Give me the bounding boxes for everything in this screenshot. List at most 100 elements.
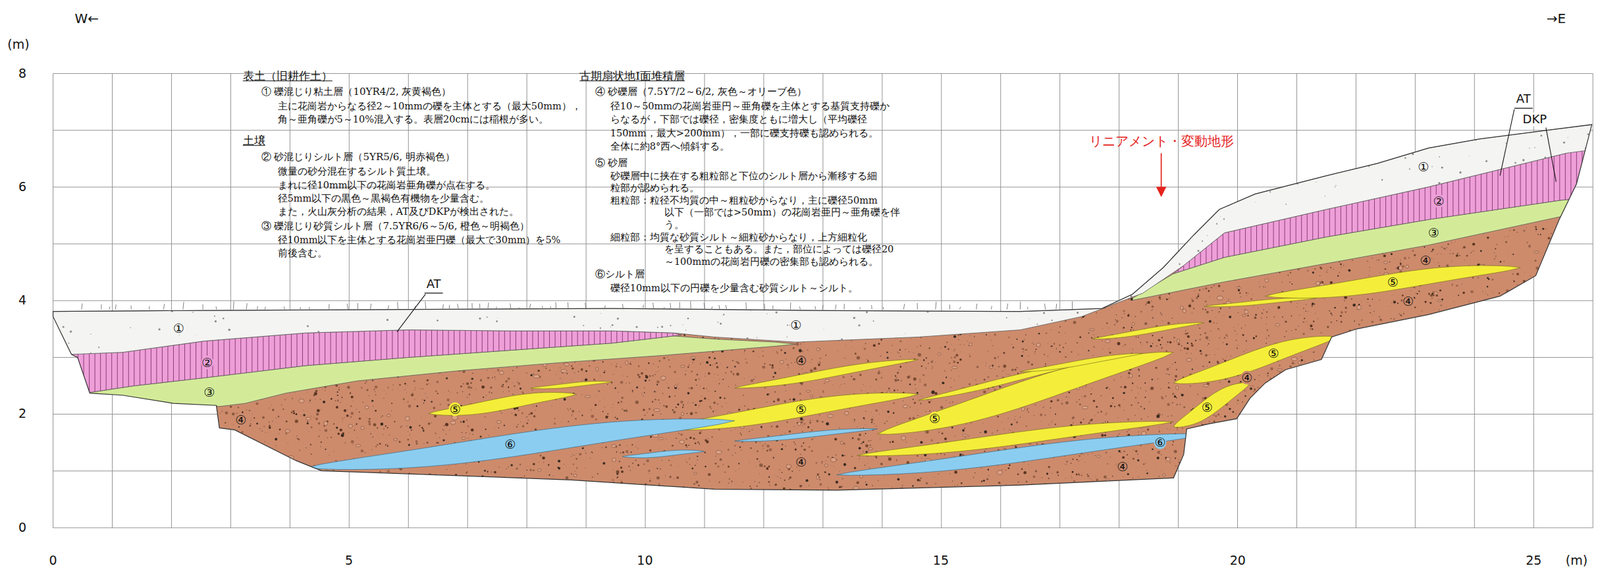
gravel-dot — [96, 200, 99, 203]
gravel-dot — [1214, 462, 1217, 465]
gravel-dot — [1571, 432, 1574, 435]
gravel-dot — [134, 398, 136, 400]
gravel-dot — [1202, 397, 1204, 399]
gravel-dot — [1278, 445, 1280, 447]
gravel-dot — [1314, 312, 1317, 315]
gravel-dot — [871, 289, 874, 292]
gravel-dot — [1466, 385, 1468, 388]
gravel-dot — [1052, 273, 1054, 274]
gravel-dot — [867, 462, 868, 464]
gravel-dot — [381, 248, 382, 249]
gravel-dot — [1190, 352, 1192, 354]
gravel-dot — [755, 466, 756, 467]
gravel-dot — [298, 449, 301, 451]
gravel-dot — [1472, 250, 1474, 252]
gravel-dot — [948, 223, 949, 224]
gravel-dot — [1497, 397, 1498, 398]
gravel-dot — [1576, 192, 1578, 194]
gravel-dot — [260, 478, 261, 479]
gravel-dot — [971, 277, 973, 278]
gravel-dot — [679, 293, 681, 295]
gravel-dot — [1545, 377, 1548, 380]
gravel-dot — [1526, 241, 1529, 243]
gravel-dot — [472, 272, 473, 274]
gravel-dot — [975, 233, 976, 235]
gravel-dot — [83, 395, 85, 397]
gravel-dot — [1436, 433, 1439, 435]
gravel-dot — [643, 273, 646, 276]
gravel-dot — [156, 268, 157, 270]
gravel-dot — [719, 458, 723, 461]
gravel-dot — [743, 192, 746, 195]
gravel-dot — [1220, 416, 1221, 417]
gravel-dot — [587, 291, 588, 292]
gravel-dot — [121, 457, 124, 459]
gravel-dot — [687, 366, 689, 368]
gravel-dot — [722, 378, 724, 380]
gravel-dot — [1420, 419, 1422, 421]
gravel-dot — [1066, 462, 1067, 464]
gravel-dot — [1457, 416, 1460, 419]
gravel-dot — [1326, 474, 1329, 477]
gravel-dot — [1470, 449, 1472, 452]
gravel-dot — [1170, 296, 1172, 298]
gravel-dot — [1019, 416, 1021, 417]
gravel-dot — [602, 360, 604, 363]
gravel-dot — [1555, 469, 1558, 472]
gravel-dot — [518, 199, 521, 203]
gravel-dot — [910, 338, 912, 340]
gravel-dot — [154, 275, 157, 277]
gravel-dot — [902, 206, 904, 208]
gravel-dot — [458, 268, 460, 270]
gravel-dot — [543, 461, 545, 463]
gravel-dot — [866, 358, 868, 360]
gravel-dot — [519, 387, 522, 390]
gravel-dot — [133, 292, 134, 294]
gravel-dot — [960, 237, 962, 240]
gravel-dot — [698, 404, 700, 407]
gravel-dot — [272, 468, 274, 470]
gravel-dot — [1153, 265, 1155, 267]
gravel-dot — [794, 447, 797, 450]
gravel-dot — [734, 427, 736, 429]
gravel-dot — [1002, 287, 1003, 289]
gravel-dot — [672, 454, 673, 456]
gravel-dot — [535, 281, 538, 283]
gravel-dot — [204, 431, 207, 434]
gravel-dot — [1326, 269, 1328, 270]
gravel-dot — [1213, 471, 1215, 473]
gravel-dot — [794, 220, 796, 222]
gravel-dot — [1330, 266, 1332, 268]
gravel-dot — [293, 412, 295, 415]
gravel-dot — [1499, 380, 1500, 382]
gravel-dot — [1131, 326, 1133, 328]
gravel-dot — [699, 401, 701, 403]
gravel-dot — [1120, 406, 1121, 408]
gravel-dot — [956, 245, 958, 247]
gravel-dot — [1202, 308, 1204, 310]
gravel-dot — [935, 361, 937, 363]
gravel-dot — [395, 261, 396, 263]
gravel-dot — [653, 364, 654, 365]
gravel-dot — [399, 440, 400, 442]
gravel-dot — [1549, 339, 1552, 342]
gravel-dot — [1172, 235, 1174, 238]
gravel-dot — [572, 488, 573, 490]
gravel-dot — [508, 188, 509, 189]
gravel-dot — [902, 263, 904, 265]
gravel-dot — [100, 273, 104, 277]
gravel-dot — [766, 401, 768, 403]
gravel-dot — [214, 281, 217, 284]
gravel-dot — [200, 410, 202, 412]
gravel-dot — [1574, 266, 1576, 268]
gravel-dot — [1168, 373, 1171, 376]
gravel-dot — [571, 366, 574, 369]
gravel-dot — [1154, 233, 1156, 235]
gravel-dot — [168, 409, 172, 413]
gravel-dot — [1421, 400, 1423, 402]
gravel-dot — [410, 481, 413, 484]
gravel-dot — [399, 440, 401, 443]
gravel-dot — [493, 248, 495, 250]
gravel-dot — [1187, 206, 1190, 209]
gravel-dot — [1572, 263, 1576, 267]
